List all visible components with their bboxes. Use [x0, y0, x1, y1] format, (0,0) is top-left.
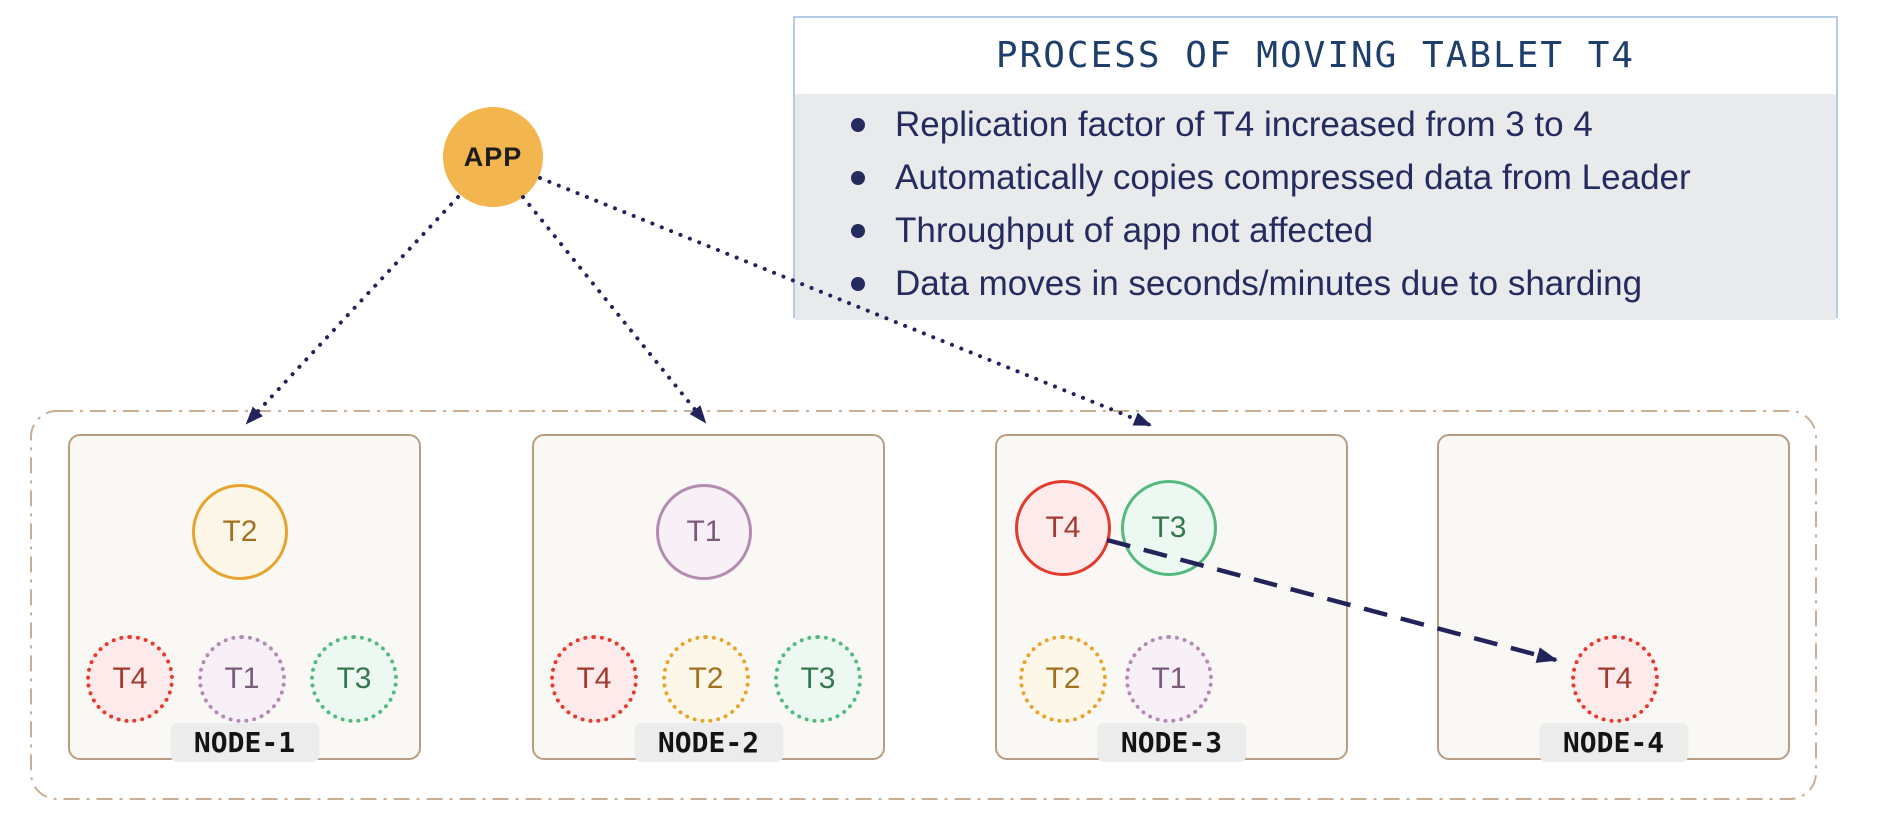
info-bullet-1: Replication factor of T4 increased from …: [851, 98, 1826, 151]
bullet-dot-icon: [851, 223, 865, 238]
node-3-label: NODE-3: [1096, 723, 1247, 762]
bullet-dot-icon: [851, 276, 865, 291]
info-panel: PROCESS OF MOVING TABLET T4 Replication …: [793, 16, 1838, 320]
arrow-app-to-node1: [245, 195, 460, 425]
node-1-label: NODE-1: [169, 723, 320, 762]
info-bullet-1-text: Replication factor of T4 increased from …: [895, 104, 1593, 144]
app-label: APP: [463, 141, 523, 172]
info-bullet-4-text: Data moves in seconds/minutes due to sha…: [895, 263, 1643, 303]
arrow-app-to-node2: [521, 195, 707, 424]
node3-tablet-t3: T3: [1121, 480, 1217, 576]
app-node: APP: [443, 107, 543, 207]
node1-tablet-t2: T2: [192, 484, 288, 580]
node2-tablet-t1: T1: [656, 484, 752, 580]
info-bullet-4: Data moves in seconds/minutes due to sha…: [851, 257, 1826, 310]
node-4: T4 NODE-4: [1437, 434, 1790, 762]
node1-tablet-t3-dotted: T3: [310, 635, 398, 723]
node3-tablet-t1-dotted: T1: [1125, 635, 1213, 723]
bullet-dot-icon: [851, 117, 865, 132]
node-2-label: NODE-2: [633, 723, 784, 762]
node-2: T1 T4 T2 T3 NODE-2: [532, 434, 885, 762]
info-bullet-3-text: Throughput of app not affected: [895, 210, 1374, 250]
info-panel-title: PROCESS OF MOVING TABLET T4: [995, 35, 1636, 76]
node2-tablet-t4-dotted: T4: [550, 635, 638, 723]
node2-tablet-t3-dotted: T3: [774, 635, 862, 723]
node3-tablet-t4: T4: [1015, 480, 1111, 576]
node1-tablet-t4-dotted: T4: [86, 635, 174, 723]
node3-tablet-t2-dotted: T2: [1019, 635, 1107, 723]
info-bullet-2-text: Automatically copies compressed data fro…: [895, 157, 1691, 197]
info-bullet-list: Replication factor of T4 increased from …: [795, 94, 1836, 320]
info-bullet-3: Throughput of app not affected: [851, 204, 1826, 257]
info-bullet-2: Automatically copies compressed data fro…: [851, 151, 1826, 204]
node-3: T4 T3 T2 T1 NODE-3: [995, 434, 1348, 762]
bullet-dot-icon: [851, 170, 865, 185]
node-4-label: NODE-4: [1538, 723, 1689, 762]
node4-tablet-t4-dotted: T4: [1571, 635, 1659, 723]
node-1: T2 T4 T1 T3 NODE-1: [68, 434, 421, 762]
node1-tablet-t1-dotted: T1: [198, 635, 286, 723]
node2-tablet-t2-dotted: T2: [662, 635, 750, 723]
